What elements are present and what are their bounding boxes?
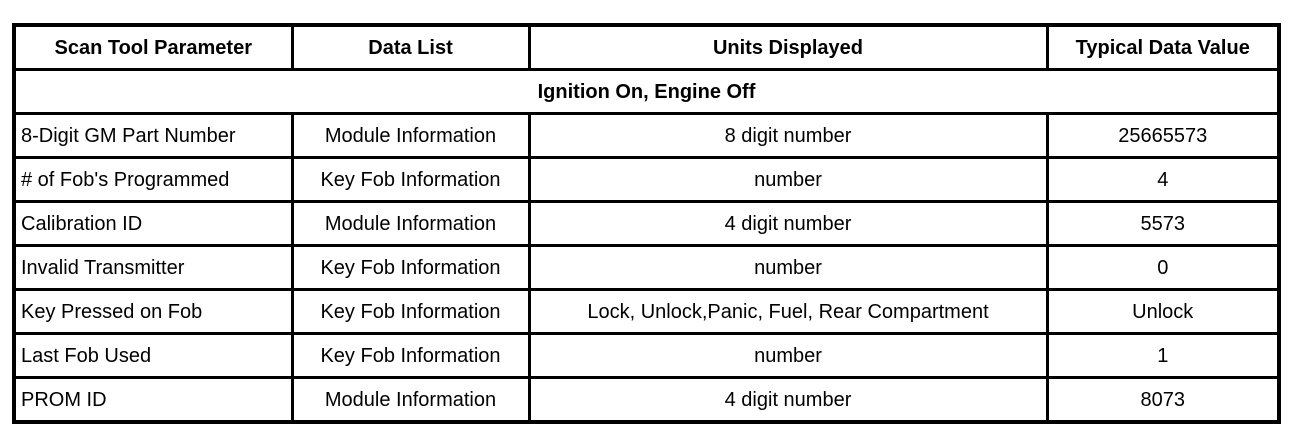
value-cell: Unlock — [1045, 288, 1281, 335]
scan-data-table-container: Scan Tool Parameter Data List Units Disp… — [12, 23, 1281, 424]
units-cell: Lock, Unlock,Panic, Fuel, Rear Compartme… — [527, 288, 1049, 335]
column-header-typical-data-value: Typical Data Value — [1045, 23, 1281, 71]
column-header-scan-tool-parameter: Scan Tool Parameter — [12, 23, 294, 71]
parameter-cell: # of Fob's Programmed — [12, 156, 294, 203]
value-cell: 4 — [1045, 156, 1281, 203]
column-header-row: Scan Tool Parameter Data List Units Disp… — [12, 23, 1281, 71]
units-cell: number — [527, 156, 1049, 203]
parameter-cell: Invalid Transmitter — [12, 244, 294, 291]
value-cell: 0 — [1045, 244, 1281, 291]
units-cell: 4 digit number — [527, 200, 1049, 247]
data-list-cell: Key Fob Information — [290, 288, 531, 335]
column-header-units-displayed: Units Displayed — [527, 23, 1049, 71]
value-cell: 8073 — [1045, 376, 1281, 424]
value-cell: 1 — [1045, 332, 1281, 379]
data-list-cell: Key Fob Information — [290, 156, 531, 203]
data-list-cell: Module Information — [290, 200, 531, 247]
parameter-cell: Last Fob Used — [12, 332, 294, 379]
parameter-cell: Key Pressed on Fob — [12, 288, 294, 335]
data-list-cell: Key Fob Information — [290, 332, 531, 379]
table-body: Ignition On, Engine Off 8-Digit GM Part … — [12, 68, 1281, 424]
units-cell: 8 digit number — [527, 112, 1049, 159]
table-row: # of Fob's Programmed Key Fob Informatio… — [12, 156, 1281, 203]
data-list-cell: Module Information — [290, 112, 531, 159]
table-row: Last Fob Used Key Fob Information number… — [12, 332, 1281, 379]
table-row: Calibration ID Module Information 4 digi… — [12, 200, 1281, 247]
parameter-cell: 8-Digit GM Part Number — [12, 112, 294, 159]
parameter-cell: Calibration ID — [12, 200, 294, 247]
parameter-cell: PROM ID — [12, 376, 294, 424]
table-row: 8-Digit GM Part Number Module Informatio… — [12, 112, 1281, 159]
data-list-cell: Module Information — [290, 376, 531, 424]
section-header-label: Ignition On, Engine Off — [12, 68, 1281, 115]
units-cell: number — [527, 244, 1049, 291]
scan-data-table: Scan Tool Parameter Data List Units Disp… — [12, 23, 1281, 424]
section-header-row: Ignition On, Engine Off — [12, 68, 1281, 115]
table-row: Key Pressed on Fob Key Fob Information L… — [12, 288, 1281, 335]
units-cell: 4 digit number — [527, 376, 1049, 424]
column-header-data-list: Data List — [290, 23, 531, 71]
table-row: PROM ID Module Information 4 digit numbe… — [12, 376, 1281, 424]
units-cell: number — [527, 332, 1049, 379]
data-list-cell: Key Fob Information — [290, 244, 531, 291]
table-row: Invalid Transmitter Key Fob Information … — [12, 244, 1281, 291]
value-cell: 5573 — [1045, 200, 1281, 247]
value-cell: 25665573 — [1045, 112, 1281, 159]
